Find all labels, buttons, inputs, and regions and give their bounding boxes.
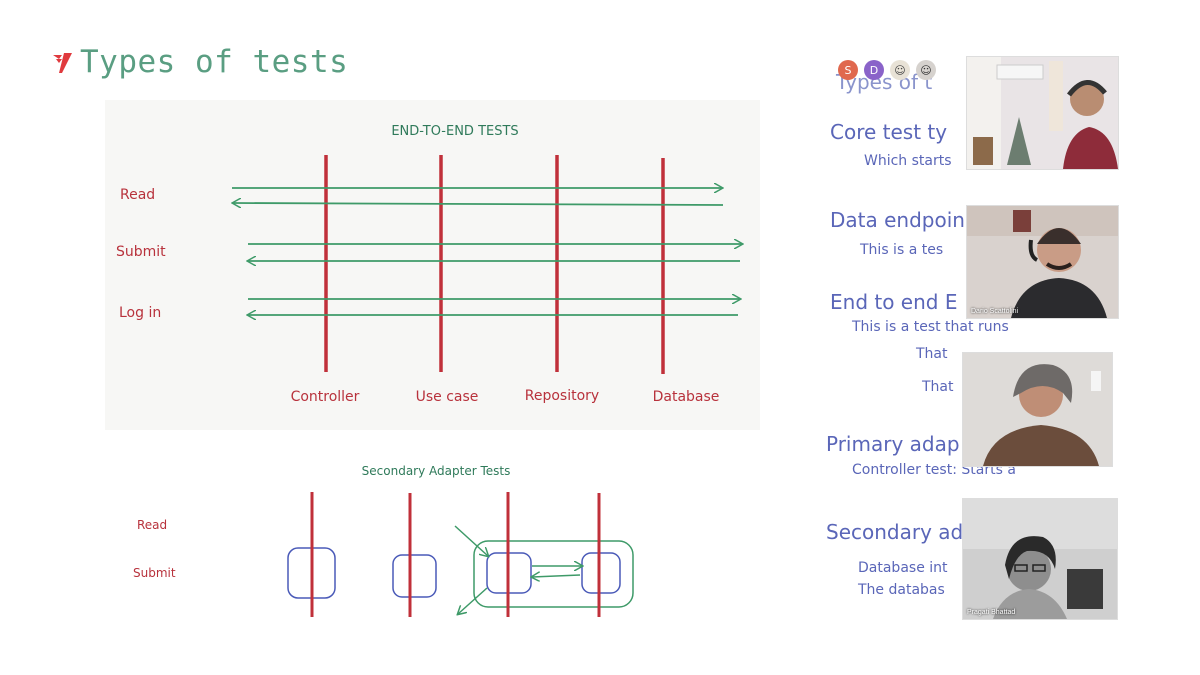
notes-end-to-end: End to end E xyxy=(830,290,958,314)
e2e-diagram-background xyxy=(105,100,760,430)
participant-video-tile[interactable]: Pragati Bhattad xyxy=(962,498,1118,620)
participant-video-feed xyxy=(967,206,1118,318)
database-to-repository-arrow xyxy=(532,575,581,577)
column-label-use-case: Use case xyxy=(416,389,479,405)
test-entry-arrow xyxy=(454,525,488,556)
brand-logo-icon xyxy=(53,53,72,73)
test-diagrams: END-TO-END TESTS Read Submit Log in Cont… xyxy=(105,100,760,617)
notes-core-test: Core test ty xyxy=(830,120,948,144)
call-avatar-row: S D ☺ ☺ xyxy=(838,60,936,80)
notes-that-2: That xyxy=(922,379,954,395)
row-label-read: Read xyxy=(120,187,155,203)
participant-video-feed xyxy=(963,499,1117,619)
e2e-diagram-title: END-TO-END TESTS xyxy=(391,124,518,139)
notes-which-starts: Which starts xyxy=(864,153,952,169)
participant-video-feed xyxy=(963,353,1112,466)
notes-runs: This is a test that runs xyxy=(852,319,1009,335)
notes-database-int: Database int xyxy=(858,560,948,576)
participant-video-feed xyxy=(967,57,1118,169)
notes-this-is-a-test: This is a tes xyxy=(860,242,944,258)
participant-avatar-photo[interactable]: ☺ xyxy=(916,60,936,80)
use-case-adapter-box xyxy=(392,554,437,598)
participant-avatar-photo[interactable]: ☺ xyxy=(890,60,910,80)
test-exit-arrow xyxy=(458,587,488,614)
secondary-row-label-submit: Submit xyxy=(133,566,176,580)
slide-title: Types of tests xyxy=(80,44,349,80)
slide-title-area: Types of tests xyxy=(50,44,348,80)
participant-avatar[interactable]: D xyxy=(864,60,884,80)
column-label-controller: Controller xyxy=(291,389,360,405)
participant-video-tile[interactable] xyxy=(966,56,1119,170)
secondary-diagram-title: Secondary Adapter Tests xyxy=(362,464,511,478)
column-label-repository: Repository xyxy=(525,388,599,404)
secondary-row-label-read: Read xyxy=(137,518,167,532)
adapter-group-outline xyxy=(473,540,634,608)
row-label-login: Log in xyxy=(119,305,161,321)
read-response-arrow xyxy=(233,203,724,205)
participant-name: Dario Scattolini xyxy=(971,308,1019,315)
notes-primary-adapter: Primary adap xyxy=(826,432,960,456)
participant-video-tile[interactable]: Dario Scattolini xyxy=(966,205,1119,319)
participant-video-tile[interactable] xyxy=(962,352,1113,467)
shared-notes-panel: Types of t Core test ty Which starts Dat… xyxy=(820,52,1200,642)
database-adapter-box xyxy=(581,552,621,594)
column-label-database: Database xyxy=(653,389,720,405)
row-label-submit: Submit xyxy=(116,244,166,260)
participant-avatar[interactable]: S xyxy=(838,60,858,80)
participant-name: Pragati Bhattad xyxy=(967,609,1016,616)
notes-the-database: The databas xyxy=(858,582,945,598)
notes-data-endpoint: Data endpoin xyxy=(830,208,965,232)
notes-secondary-adapter: Secondary ad xyxy=(826,520,964,544)
notes-that-1: That xyxy=(916,346,948,362)
